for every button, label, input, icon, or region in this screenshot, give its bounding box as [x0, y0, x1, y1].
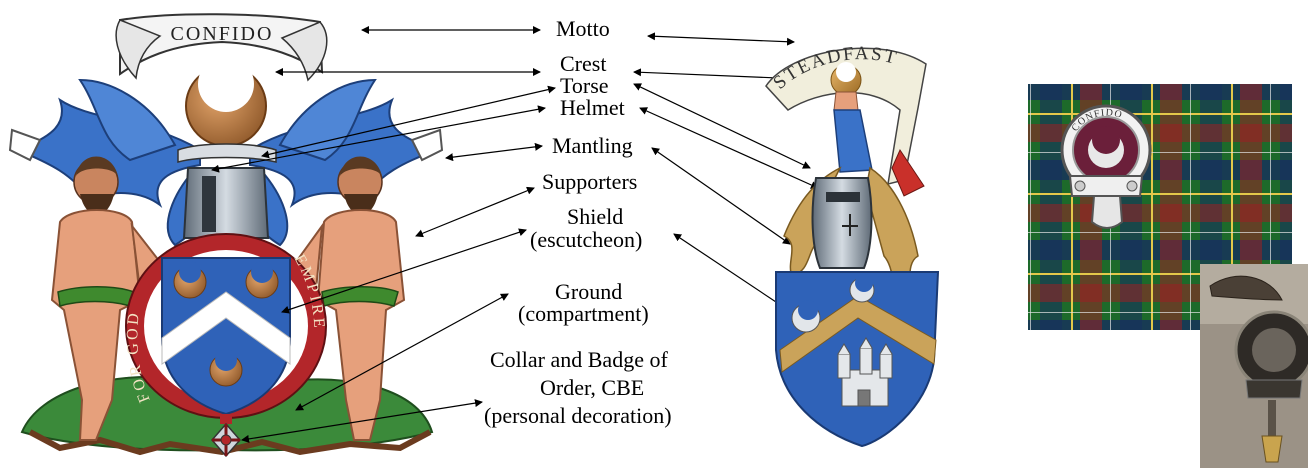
crest-helm-example: STEADFAST [766, 43, 938, 446]
arrow-motto-right [648, 36, 794, 42]
label-motto: Motto [556, 17, 610, 41]
label-compartment: (compartment) [518, 302, 649, 326]
arrow-supporters [416, 188, 534, 236]
motto-text-confido: CONFIDO [171, 23, 274, 45]
arrow-shield-right [674, 234, 788, 310]
label-collar-line3: (personal decoration) [484, 404, 672, 428]
cap-badge-photo [1200, 264, 1308, 468]
torse-wreath [178, 144, 276, 162]
label-supporters: Supporters [542, 170, 637, 194]
arrow-mantling-right [652, 148, 790, 244]
helmet [184, 168, 268, 238]
crest-crescent [186, 56, 266, 146]
coat-of-arms-achievement: CONFIDO [10, 14, 442, 456]
label-shield: Shield [567, 205, 623, 229]
arrow-ground [296, 294, 508, 410]
label-helmet: Helmet [560, 96, 625, 120]
arrow-helmet-right [640, 108, 818, 188]
label-collar-line2: Order, CBE [540, 376, 644, 400]
label-mantling: Mantling [552, 134, 633, 158]
label-escutcheon: (escutcheon) [530, 228, 642, 252]
castle-charge [838, 338, 892, 406]
label-collar-line1: Collar and Badge of [490, 348, 668, 372]
clan-tartan-panel: CONFIDO [1028, 84, 1308, 468]
helmet-example [813, 178, 872, 268]
arrow-mantling-left [446, 146, 542, 158]
